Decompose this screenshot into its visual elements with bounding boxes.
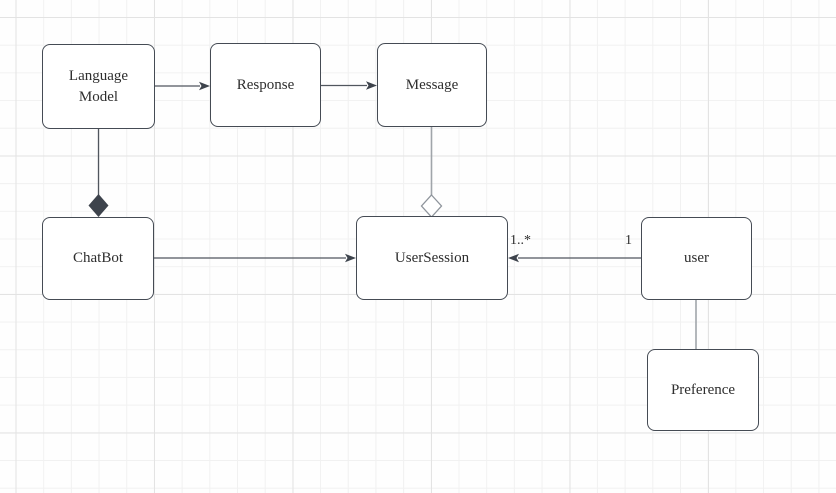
aggregation-diamond-icon [420,194,443,218]
node-message[interactable]: Message [377,43,487,127]
multiplicity-label-target: 1..* [510,233,531,248]
edge-language-model-to-response[interactable] [155,81,210,91]
node-label: Message [405,76,459,93]
node-label: Language Model [68,68,129,105]
node-label: ChatBot [72,250,123,267]
node-label: UserSession [394,249,470,266]
edge-response-to-message[interactable] [321,81,377,90]
edge-chatbot-to-user-session[interactable] [154,253,356,263]
edge-message-to-user-session[interactable] [420,127,443,218]
node-user[interactable]: user [641,217,752,300]
arrowhead-icon [366,81,377,90]
arrowhead-icon [345,253,356,263]
arrowhead-icon [199,81,210,91]
node-user-session[interactable]: UserSession [356,216,508,300]
node-chatbot[interactable]: ChatBot [42,217,154,300]
node-response[interactable]: Response [210,43,321,127]
node-language-model[interactable]: Language Model [42,44,155,129]
node-label: user [684,250,709,267]
node-label: Response [236,76,295,93]
composition-diamond-icon [88,194,109,217]
node-preference[interactable]: Preference [647,349,759,431]
node-label: Preference [670,381,736,398]
arrowhead-icon [508,253,519,263]
edge-language-model-to-chatbot[interactable] [88,129,109,217]
edge-user-to-user-session[interactable] [508,253,641,263]
multiplicity-label-source: 1 [625,233,632,248]
